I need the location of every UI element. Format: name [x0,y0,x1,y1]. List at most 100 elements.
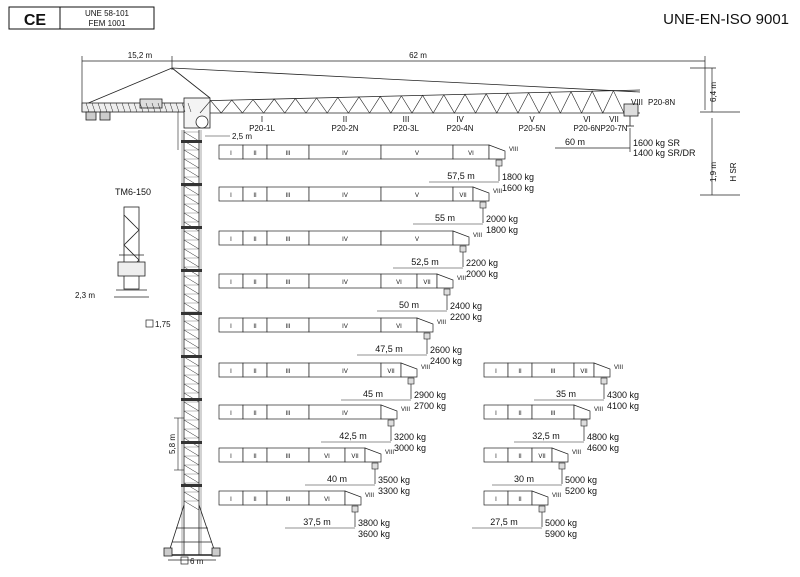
jib-section-7: P20-7N [600,124,627,133]
load-value-2: 4600 kg [587,443,619,453]
jib-tip-segment [551,447,569,463]
segment-label: II [253,369,257,375]
jib-section-1: P20-1L [249,124,275,133]
load-value-1: 4300 kg [607,390,639,400]
jib-lattice [85,89,625,114]
radius-label: 52,5 m [411,257,439,267]
segment-label: II [518,411,522,417]
load-value-1: 2600 kg [430,345,462,355]
jib-roman-5: V [529,115,535,124]
jib-section-4: P20-4N [446,124,473,133]
mast-joint [181,312,202,315]
mast-brace [183,284,200,295]
load-value-2: 2000 kg [466,269,498,279]
segment-label: I [495,411,497,417]
hook-icon [558,462,566,470]
jib-length: 62 m [409,51,427,60]
mast-brace [183,365,200,376]
hook-icon [580,419,588,427]
radius-label: 32,5 m [532,431,560,441]
segment-label: V [415,193,419,199]
radius-label: 50 m [399,300,419,310]
hook-icon [407,377,415,385]
mast-joint [181,226,202,229]
segment-label: IV [342,411,348,417]
segment-label: IV [342,369,348,375]
segment-label: VI [324,497,330,503]
cab-icon [195,115,209,129]
segment-label: III [285,280,290,286]
jib-roman-8: VIII [631,98,643,107]
mast-brace [183,302,200,313]
mast-joint [181,183,202,186]
counter-jib-brace [175,102,180,113]
mast-brace [183,203,200,214]
segment-label: II [253,411,257,417]
counter-jib-brace [85,102,90,113]
mast-width: 2,3 m [75,291,95,300]
segment-label: III [550,369,555,375]
segment-label: II [253,497,257,503]
dim-1-9: 1,9 m [709,162,718,182]
jib-section-3: P20-3L [393,124,419,133]
segment-label: I [495,497,497,503]
crane-jib [81,67,641,129]
radius-label: 42,5 m [339,431,367,441]
counter-jib-brace [169,102,174,113]
tip-segment-label: VIII [421,365,430,371]
segment-label: I [230,151,232,157]
mast-brace [183,383,200,394]
segment-label: I [495,454,497,460]
counter-jib-brace [163,102,168,113]
hook-icon [600,377,608,385]
jib-tip-segment [472,186,490,202]
hook-icon [387,419,395,427]
mast-brace [183,212,200,223]
counter-jib-brace [115,102,120,113]
mast-brace [183,401,200,412]
segment-label: III [285,237,290,243]
load-value-2: 3600 kg [358,529,390,539]
counter-jib-brace [127,102,132,113]
jib-section-5: P20-5N [518,124,545,133]
mast-brace [183,275,200,286]
radius-label: 35 m [556,389,576,399]
jib-roman-7: VII [609,115,619,124]
segment-label: II [253,151,257,157]
radius-label: 37,5 m [303,517,331,527]
segment-label: I [230,280,232,286]
segment-label: VII [459,193,467,199]
jib-roman-6: VI [583,115,591,124]
load-value-1: 2900 kg [414,390,446,400]
segment-label: III [285,193,290,199]
header: CE UNE 58-101 FEM 1001 UNE-EN-ISO 9001 [8,6,789,30]
segment-label: II [253,280,257,286]
mast-brace [183,491,200,502]
standard-fem: FEM 1001 [89,19,126,28]
segment-label: V [415,151,419,157]
segment-label: II [253,324,257,330]
radius-label: 40 m [327,474,347,484]
tip-segment-label: VIII [572,450,581,456]
mast-brace [183,356,200,367]
base-square-icon [180,556,189,565]
hook-icon [479,201,487,209]
jib-tip-segment [593,362,611,378]
mast-brace [183,230,200,241]
counter-jib-brace [97,102,102,113]
segment-label: III [285,324,290,330]
hook-icon [423,332,431,340]
header-box [8,6,155,30]
ce-mark: CE [24,12,47,29]
tip-segment-label: VIII [509,147,518,153]
segment-label: IV [342,324,348,330]
mast-brace [183,185,200,196]
segment-label: VI [468,151,474,157]
hook-icon [351,505,359,513]
segment-label: IV [342,280,348,286]
